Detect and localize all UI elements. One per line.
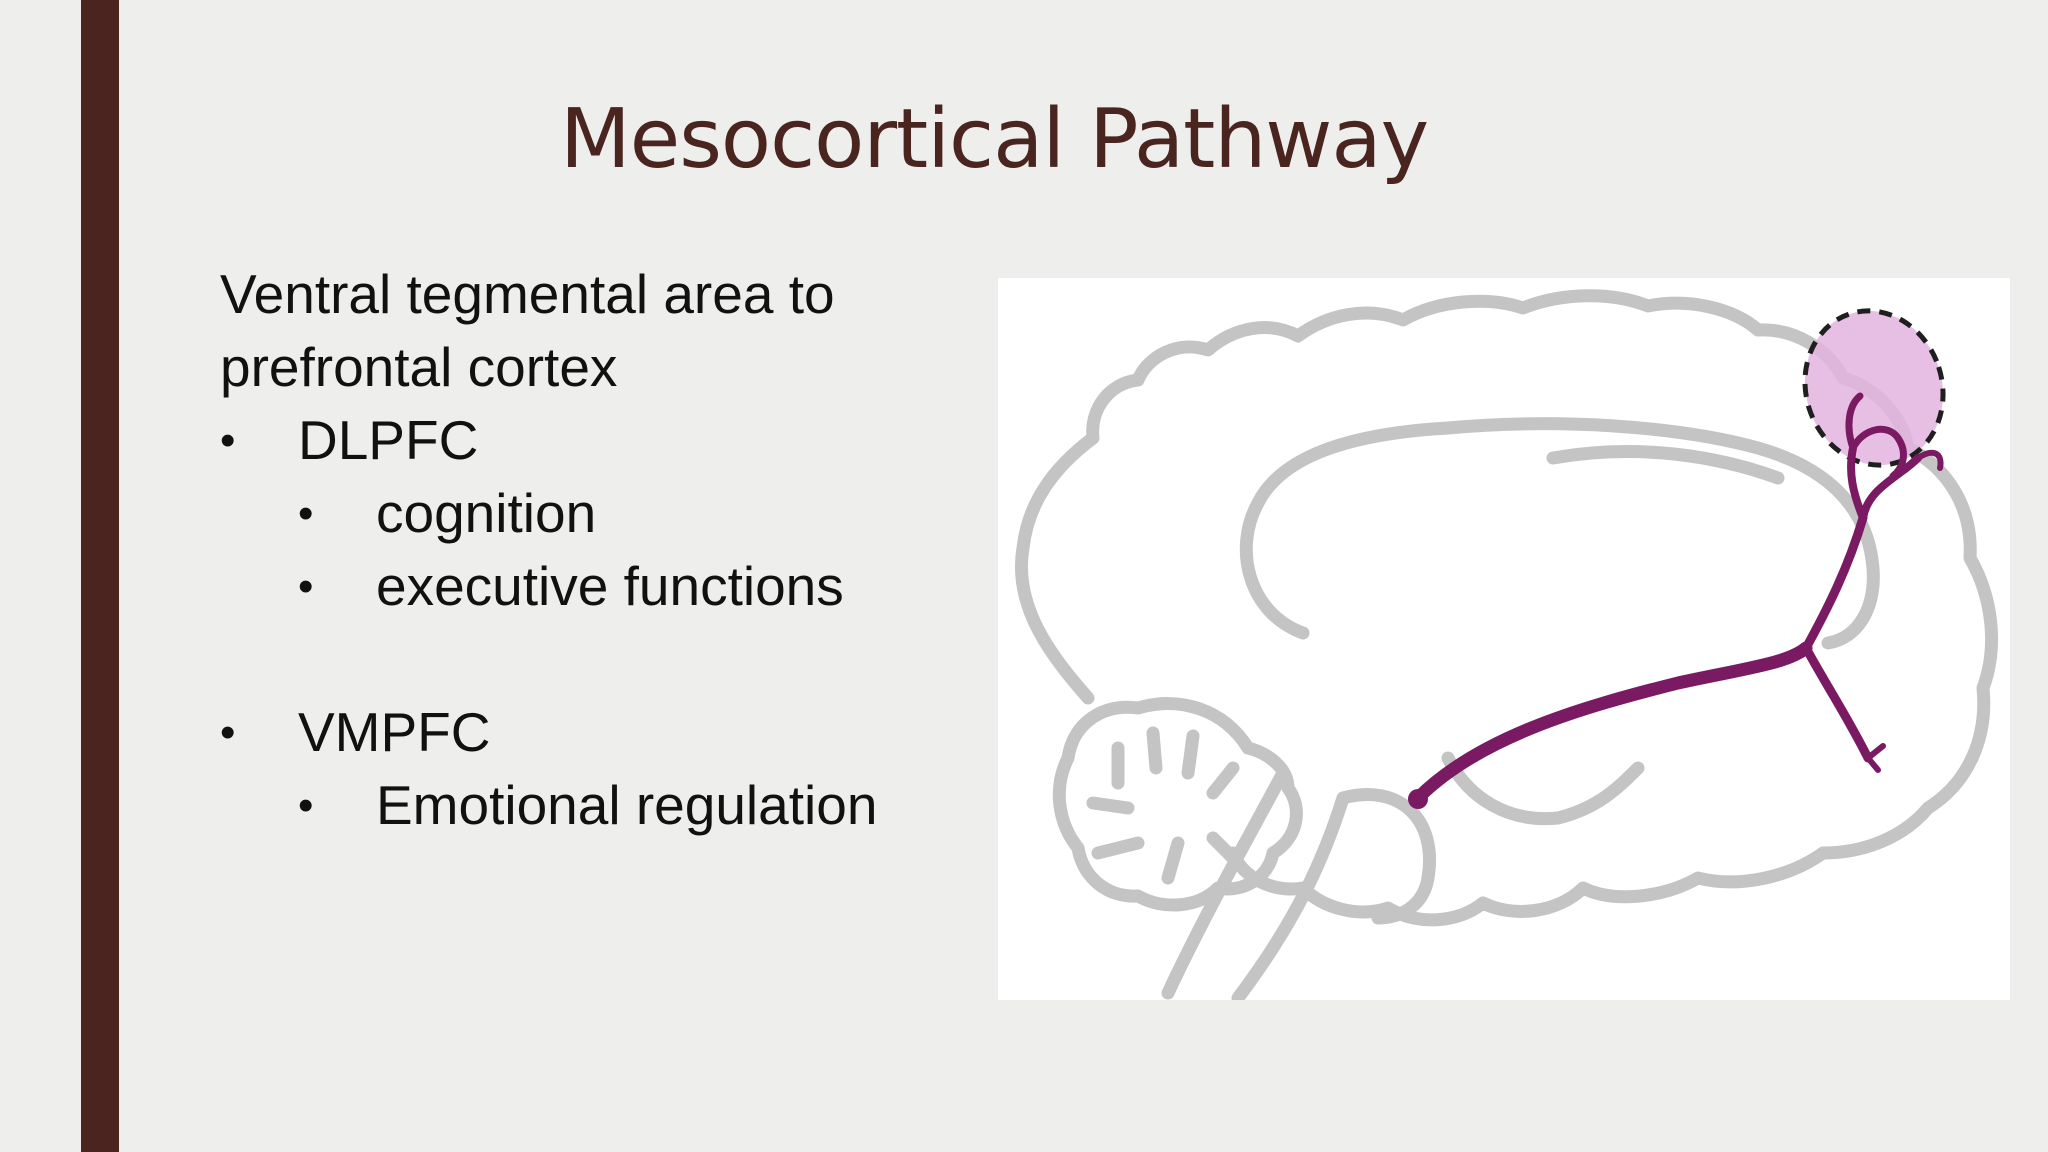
dlpfc-region-border: [1802, 308, 1946, 468]
intro-line-2: prefrontal cortex: [220, 336, 618, 398]
cerebellum-outline: [1052, 697, 1303, 912]
brain-diagram-figure: [998, 278, 2010, 1000]
list-item-label: DLPFC: [298, 409, 479, 471]
accent-side-bar: [81, 0, 119, 1152]
sub-item-label: executive functions: [376, 555, 844, 617]
bullet-marker: •: [298, 781, 314, 830]
cerebellum-fold: [1086, 796, 1135, 815]
intro-text: Ventral tegmental area to prefrontal cor…: [220, 258, 1000, 404]
bullet-marker: •: [220, 416, 236, 465]
sub-item-emotional-regulation: • Emotional regulation: [220, 769, 1000, 842]
list-item-dlpfc: • DLPFC: [220, 404, 1000, 477]
bullet-marker: •: [298, 562, 314, 611]
bullet-marker: •: [220, 708, 236, 757]
corpus-callosum: [1239, 417, 1880, 650]
list-item-vmpfc: • VMPFC: [220, 696, 1000, 769]
bullet-marker: •: [298, 489, 314, 538]
pathway-main-projection: [1411, 641, 1813, 805]
pathway-terminal: [1845, 392, 1864, 452]
dlpfc-region: [1804, 310, 1944, 466]
brainstem-left: [1161, 766, 1290, 1000]
brainstem-right: [1231, 791, 1350, 1000]
pathway-terminal: [1849, 425, 1907, 480]
cerebellum-fold: [1181, 729, 1200, 780]
sub-item-executive-functions: • executive functions: [220, 550, 1000, 623]
cerebellum-fold: [1161, 836, 1185, 885]
pathway-terminal: [1915, 449, 1944, 471]
brain-diagram: [1015, 289, 1998, 1000]
inner-fold: [1546, 445, 1785, 485]
cerebellum-fold: [1146, 726, 1163, 775]
sub-item-label: cognition: [376, 482, 597, 544]
pathway-branch-upper: [1801, 513, 1868, 653]
list-spacer: [220, 623, 1000, 696]
bullet-list: • DLPFC • cognition • executive function…: [220, 404, 1000, 842]
pathway-branch-lower-tip: [1865, 743, 1886, 773]
sub-item-label: Emotional regulation: [376, 774, 878, 836]
list-item-label: VMPFC: [298, 701, 491, 763]
mesocortical-pathway: [1411, 392, 1944, 805]
cerebellum-fold: [1206, 761, 1240, 800]
cerebellum-fold: [1091, 836, 1145, 860]
pathway-terminal: [1847, 444, 1867, 522]
temporal-lobe: [1441, 751, 1645, 826]
pathway-terminal: [1859, 454, 1922, 522]
pathway-branch-lower: [1801, 643, 1873, 763]
vta-origin-dot: [1408, 789, 1428, 809]
intro-line-1: Ventral tegmental area to: [220, 263, 835, 325]
sub-item-cognition: • cognition: [220, 477, 1000, 550]
slide-title: Mesocortical Pathway: [560, 92, 1429, 187]
pons-outline: [1336, 788, 1436, 925]
prefrontal-region: [1802, 308, 1946, 468]
bullet-content: Ventral tegmental area to prefrontal cor…: [220, 258, 1000, 842]
